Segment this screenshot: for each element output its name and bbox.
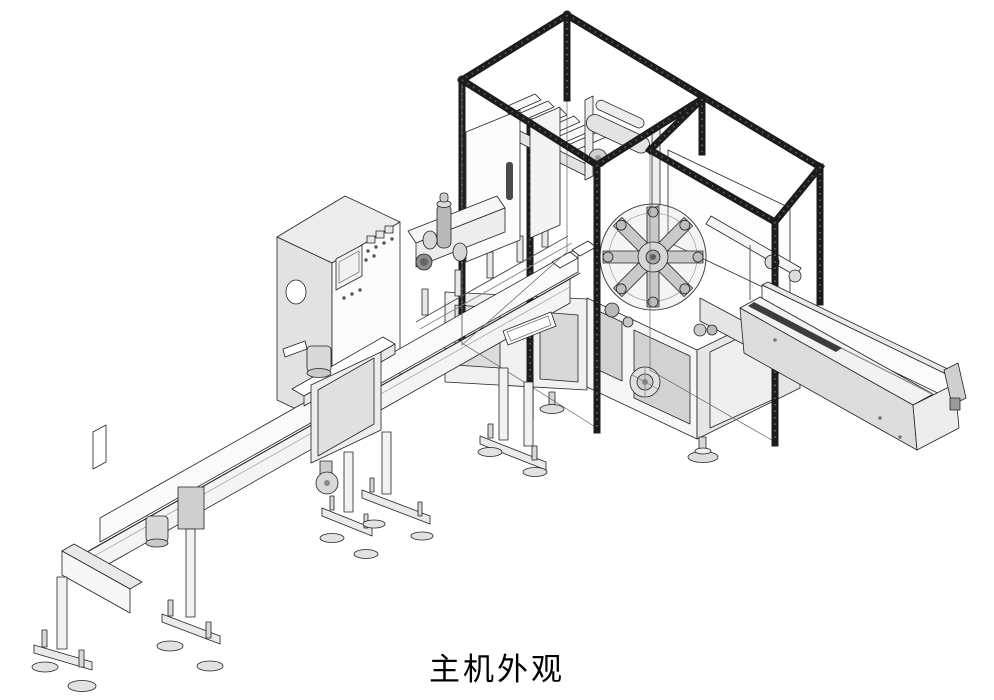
inspection-window [503,312,556,345]
handwheel [630,367,660,397]
outfeed-conveyor [700,282,966,450]
belt-guide-rails [416,221,572,329]
figure-caption: 主机外观 [429,652,565,687]
cabinet-screen [336,245,362,290]
conveyor-legs [32,368,547,692]
infeed-conveyor [62,221,580,613]
outfeed-belt [748,302,842,352]
rotary-carton-wheel [600,204,706,310]
door-handle [506,162,513,200]
guide-cylinder [437,204,451,248]
junction-box [178,487,204,529]
infeed-head-unit [408,193,505,270]
cabinet-buttons [342,226,394,300]
cabinet-side-hole [286,280,306,304]
under-conveyor-cabinet [311,352,381,494]
leveling-feet [540,392,718,463]
